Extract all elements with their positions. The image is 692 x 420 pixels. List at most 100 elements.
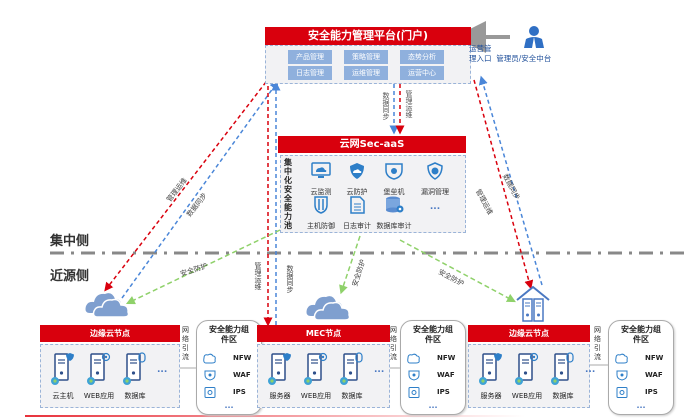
gear-badge-icon xyxy=(529,352,539,362)
cloud-monitor-icon xyxy=(311,162,331,178)
pool-label-char: 池 xyxy=(284,221,292,230)
component-item-nfw[interactable]: NFW xyxy=(407,353,465,365)
node-more[interactable]: ... xyxy=(157,365,168,375)
node-server-panel: 服务器 WEB应用 数据库... xyxy=(257,344,390,408)
component-item-label: NFW xyxy=(437,354,456,362)
log-audit-icon xyxy=(350,196,365,214)
net-diversion-label: 网络引流 xyxy=(389,326,398,362)
capability-more[interactable]: ... xyxy=(429,202,441,212)
shield-badge-icon xyxy=(494,353,502,361)
server-item[interactable]: 数据库 xyxy=(545,351,581,401)
server-item[interactable]: WEB应用 xyxy=(81,351,117,401)
pool-label-char: 中 xyxy=(284,167,292,176)
component-zone-title: 安全能力组件区 xyxy=(197,325,261,345)
component-zone-title-line2: 件区 xyxy=(633,335,649,344)
component-item-waf[interactable]: WAF xyxy=(615,370,673,382)
server-label: 数据库 xyxy=(552,392,574,400)
component-item-waf[interactable]: WAF xyxy=(407,370,465,382)
component-item-label: IPS xyxy=(645,388,658,396)
server-item[interactable]: 服务器 xyxy=(473,351,509,401)
admin-role-label: 管理员/安全中台 xyxy=(496,54,552,63)
module-product-mgmt[interactable]: 产品管理 xyxy=(288,50,332,64)
component-item-ips[interactable]: IPS xyxy=(615,387,673,399)
module-policy-mgmt[interactable]: 策略管理 xyxy=(344,50,388,64)
security-component-zone: 安全能力组件区 NFW WAF IPS... xyxy=(608,320,674,415)
node-title: MEC节点 xyxy=(257,325,390,342)
capability-log-audit[interactable]: 日志审计 xyxy=(337,196,377,231)
node-more[interactable]: ... xyxy=(585,365,596,375)
module-log-mgmt[interactable]: 日志管理 xyxy=(288,66,332,80)
capability-cloud-monitor[interactable]: 云监测 xyxy=(301,162,341,197)
component-more[interactable]: ... xyxy=(224,401,234,410)
module-situation-analysis[interactable]: 态势分析 xyxy=(400,50,444,64)
protect-left-line xyxy=(125,229,281,305)
net-diversion-label: 网络引流 xyxy=(181,326,190,362)
capability-label: 主机防御 xyxy=(307,222,335,230)
net-diversion-char: 络 xyxy=(390,335,397,343)
module-ops-mgmt[interactable]: 运维管理 xyxy=(344,66,388,80)
server-item[interactable]: 服务器 xyxy=(262,351,298,401)
component-item-ips[interactable]: IPS xyxy=(203,387,261,399)
server-icon xyxy=(87,352,111,385)
net-diversion-char: 引 xyxy=(594,344,601,352)
admin-entry-label: 运营管 理入口 管理员/安全中台 xyxy=(469,44,551,64)
component-zone-title-line1: 安全能力组 xyxy=(621,325,661,334)
waf-icon xyxy=(204,370,216,381)
server-icon xyxy=(551,352,574,385)
portal-modules-panel: 产品管理 策略管理 态势分析 日志管理 运维管理 运营中心 xyxy=(265,45,471,84)
server-item[interactable]: 数据库 xyxy=(117,351,153,401)
shield-badge-icon xyxy=(66,353,74,361)
component-item-nfw[interactable]: NFW xyxy=(203,353,261,365)
component-item-label: NFW xyxy=(233,354,252,362)
security-component-zone: 安全能力组件区 NFW WAF IPS... xyxy=(400,320,466,415)
right-data-line xyxy=(478,75,543,286)
component-zone-title: 安全能力组件区 xyxy=(401,325,465,345)
server-item[interactable]: WEB应用 xyxy=(298,351,334,401)
component-more[interactable]: ... xyxy=(636,401,646,410)
component-item-nfw[interactable]: NFW xyxy=(615,353,673,365)
pool-label-char: 化 xyxy=(284,176,292,185)
capability-host-defense[interactable]: 主机防御 xyxy=(301,196,341,231)
capability-vuln-mgmt[interactable]: 漏洞管理 xyxy=(415,162,455,197)
gear-badge-icon xyxy=(318,352,328,362)
server-label: 服务器 xyxy=(480,392,502,400)
node-server-panel: 云主机 WEB应用 数据库... xyxy=(40,344,180,408)
node-more[interactable]: ... xyxy=(374,365,385,375)
server-item[interactable]: 云主机 xyxy=(45,351,81,401)
security-capability-pool: 集中化安全能力池 云监测 云防护 堡垒机 漏洞管理 主机防御 日志审计 数据库审… xyxy=(280,155,466,233)
component-item-label: IPS xyxy=(233,388,246,396)
capability-label: 云监测 xyxy=(310,188,332,196)
admin-entry-line1: 运营管 xyxy=(469,44,492,53)
net-diversion-char: 络 xyxy=(182,335,189,343)
module-operations-center[interactable]: 运营中心 xyxy=(400,66,444,80)
server-label: 数据库 xyxy=(124,392,146,400)
component-zone-title-line2: 件区 xyxy=(425,335,441,344)
capability-db-audit[interactable]: 数据库审计 xyxy=(374,196,414,231)
server-item[interactable]: WEB应用 xyxy=(509,351,545,401)
server-item[interactable]: 数据库 xyxy=(334,351,370,401)
component-item-label: NFW xyxy=(645,354,664,362)
node-title: 边缘云节点 xyxy=(468,325,590,342)
server-label: 服务器 xyxy=(269,392,291,400)
secaas-title: 云网Sec-aaS xyxy=(278,136,466,153)
pool-label: 集中化安全能力池 xyxy=(284,158,294,230)
pool-label-char: 全 xyxy=(284,194,292,203)
server-icon xyxy=(123,352,146,385)
server-label: 数据库 xyxy=(341,392,363,400)
left-data-line xyxy=(121,80,279,299)
left-mgmt-line xyxy=(104,81,267,292)
capability-bastion[interactable]: 堡垒机 xyxy=(374,162,414,197)
capability-label: 数据库审计 xyxy=(376,222,412,230)
db-audit-icon xyxy=(386,196,404,213)
waf-icon xyxy=(408,370,420,381)
capability-label: 云防护 xyxy=(346,188,368,196)
capability-cloud-protect[interactable]: 云防护 xyxy=(337,162,377,197)
component-item-ips[interactable]: IPS xyxy=(407,387,465,399)
component-item-waf[interactable]: WAF xyxy=(203,370,261,382)
component-item-label: WAF xyxy=(437,371,455,379)
net-diversion-char: 引 xyxy=(390,344,397,352)
component-more[interactable]: ... xyxy=(428,401,438,410)
gear-badge-icon xyxy=(101,352,111,362)
vulnerability-icon xyxy=(427,162,443,180)
